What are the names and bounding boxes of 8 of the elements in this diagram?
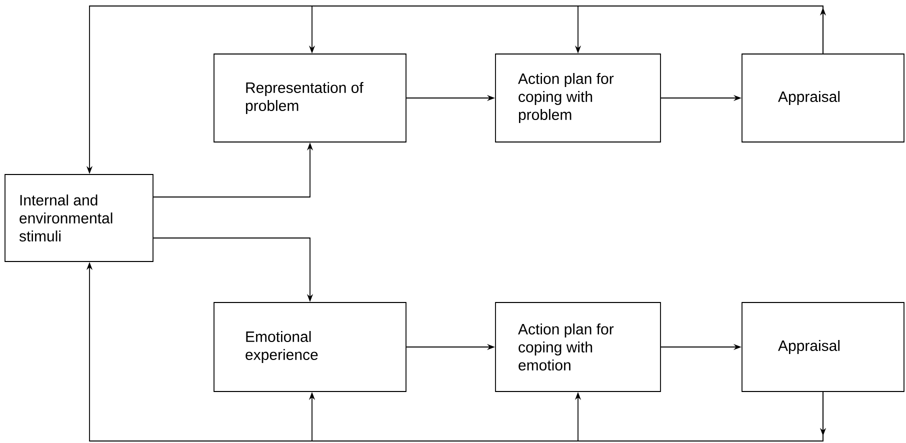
process-box: Appraisal: [742, 54, 904, 142]
process-box: Emotional experience: [214, 302, 406, 392]
arrow: [574, 392, 824, 442]
process-box: Representation of problem: [214, 54, 406, 142]
process-box: Appraisal: [742, 302, 904, 392]
process-box: Action plan for coping with problem: [495, 54, 661, 142]
process-box: Action plan for coping with emotion: [495, 302, 661, 392]
process-box: Internal and environmental stimuli: [4, 174, 154, 262]
